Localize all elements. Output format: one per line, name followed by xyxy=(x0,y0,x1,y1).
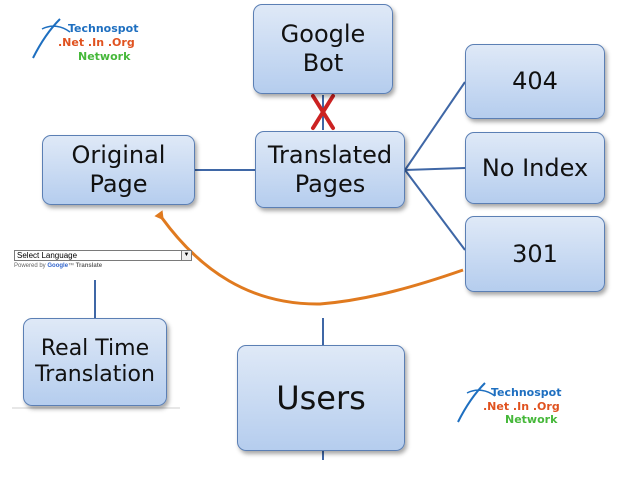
node-404: 404 xyxy=(465,44,605,119)
connector-translated-301 xyxy=(404,169,466,251)
dropdown-arrow-icon[interactable]: ▼ xyxy=(181,251,191,260)
translate-label: Translate xyxy=(75,263,103,269)
node-real-time-translation: Real Time Translation xyxy=(23,318,167,406)
connector-translated-noindex xyxy=(404,167,466,171)
technospot-logo-bottom: Technospot .Net .In .Org Network xyxy=(455,380,590,435)
logo-line-3: Network xyxy=(78,50,131,63)
node-no-index: No Index xyxy=(465,132,605,204)
node-original-page: Original Page xyxy=(42,135,195,205)
powered-by-line: Powered by Google™ Translate xyxy=(14,263,192,269)
logo-line-1: Technospot xyxy=(491,386,562,399)
google-translate-widget: Select Language ▼ Powered by Google™ Tra… xyxy=(14,250,192,269)
connector-translated-404 xyxy=(404,81,466,171)
trademark-mark: ™ xyxy=(68,263,75,269)
blocked-x-icon xyxy=(311,94,335,130)
logo-line-2: .Net .In .Org xyxy=(58,36,135,49)
node-google-bot: Google Bot xyxy=(253,4,393,94)
logo-line-1: Technospot xyxy=(68,22,139,35)
logo-swoosh-icon xyxy=(32,18,71,59)
language-select-value: Select Language xyxy=(17,251,78,260)
language-select[interactable]: Select Language ▼ xyxy=(14,250,192,261)
logo-line-2: .Net .In .Org xyxy=(483,400,560,413)
logo-line-3: Network xyxy=(505,413,558,426)
google-brand[interactable]: Google xyxy=(47,263,69,269)
node-users: Users xyxy=(237,345,405,451)
node-301: 301 xyxy=(465,216,605,292)
powered-by-label: Powered by xyxy=(14,263,46,269)
redirect-arrow xyxy=(154,210,464,306)
node-translated-pages: Translated Pages xyxy=(255,131,405,208)
logo-swoosh-icon xyxy=(457,382,496,423)
technospot-logo: Technospot .Net .In .Org Network xyxy=(30,14,160,69)
